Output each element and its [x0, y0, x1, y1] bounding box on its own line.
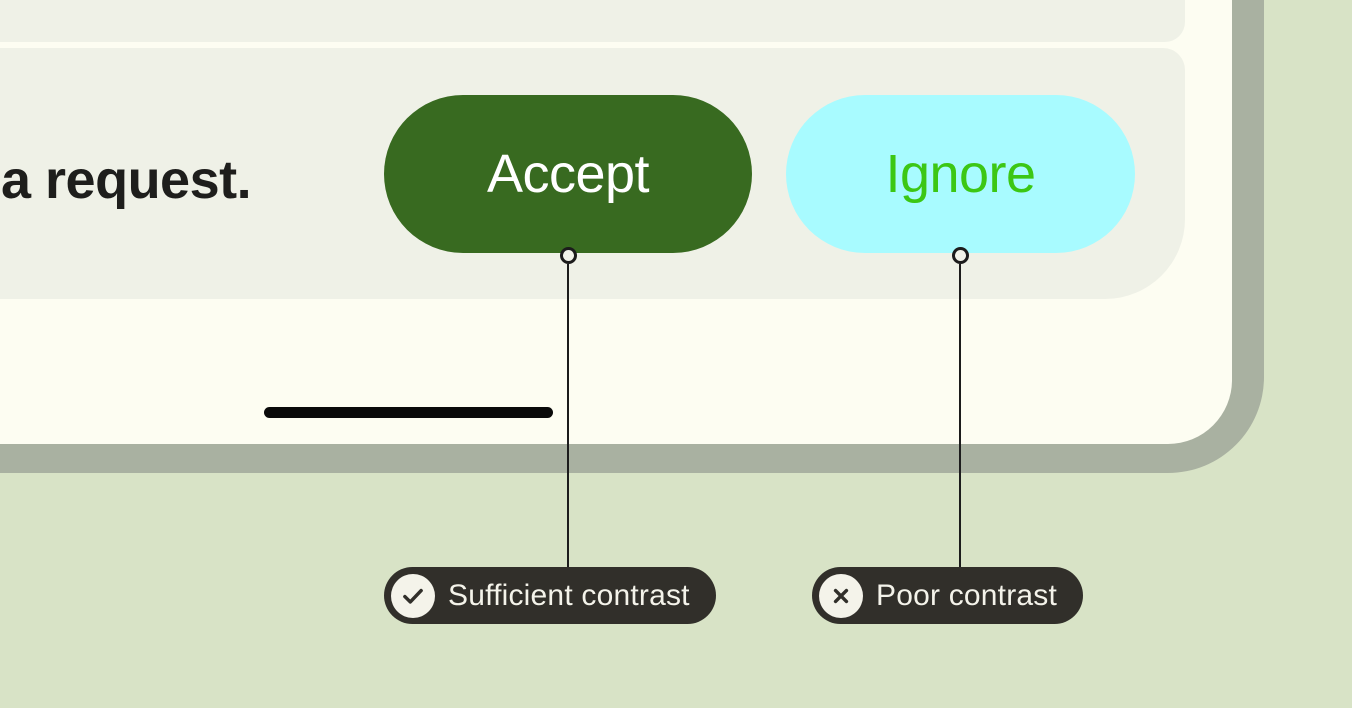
- leader-line-ignore: [959, 264, 961, 567]
- x-icon: [819, 573, 863, 618]
- leader-line-accept: [567, 264, 569, 567]
- annotation-label: Poor contrast: [876, 578, 1058, 612]
- message-text: a request.: [1, 150, 252, 210]
- connector-dot-accept: [560, 247, 577, 264]
- accept-button-label: Accept: [486, 144, 650, 204]
- top-card: [0, 0, 1185, 42]
- gesture-handle-bar[interactable]: [264, 407, 553, 418]
- check-icon: [391, 573, 435, 618]
- ignore-button-label: Ignore: [885, 144, 1036, 204]
- annotation-sufficient-contrast: Sufficient contrast: [384, 567, 716, 624]
- accept-button[interactable]: Accept: [384, 95, 752, 253]
- ignore-button[interactable]: Ignore: [786, 95, 1135, 253]
- connector-dot-ignore: [952, 247, 969, 264]
- annotation-poor-contrast: Poor contrast: [812, 567, 1084, 624]
- annotation-label: Sufficient contrast: [448, 578, 690, 612]
